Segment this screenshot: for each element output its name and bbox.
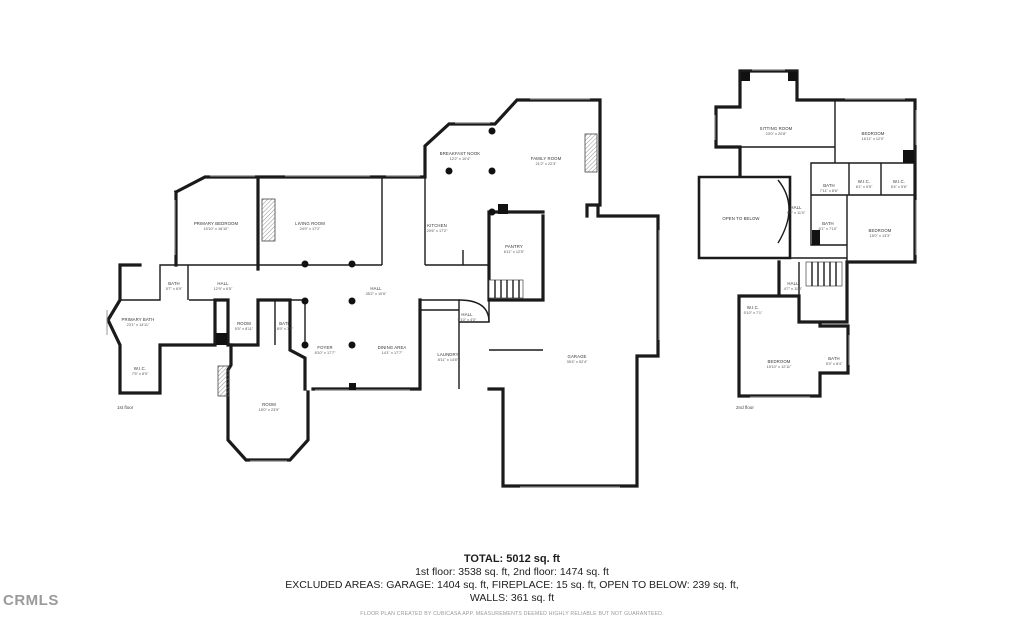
second-floor-interior-walls	[740, 100, 915, 296]
second-floor-stairs	[805, 261, 843, 287]
room-dimensions-label: 7'5" x 8'9"	[132, 372, 149, 376]
room-dimensions-label: 23'1" x 14'11"	[127, 323, 150, 327]
living-room-fireplace	[261, 198, 276, 242]
room-name-label: SITTING ROOM	[760, 126, 793, 131]
second-floor-block-4	[812, 230, 820, 245]
first-floor-windows	[106, 98, 660, 488]
room-name-label: KITCHEN	[427, 223, 447, 228]
walls-area-line: WALLS: 361 sq. ft	[469, 592, 555, 604]
room-name-label: LIVING ROOM	[295, 221, 325, 226]
room-name-label: HALL	[790, 205, 802, 210]
room-name-label: W.I.C.	[134, 366, 146, 371]
room-dimensions-label: 14'1" x 17'7"	[382, 351, 403, 355]
room-dimensions-label: 5'7" x 6'9"	[166, 287, 183, 291]
room-dimensions-label: 5'10" x 7'1"	[744, 311, 763, 315]
second-floor-windows	[714, 69, 917, 398]
room-dimensions-label: 6'1" x 7'10"	[819, 227, 838, 231]
room-dimensions-label: 5'4" x 5'6"	[891, 185, 908, 189]
first-floor-door-block	[349, 383, 356, 390]
room-dimensions-label: 8'9" x 7'5"	[277, 327, 294, 331]
room-dimensions-label: 15'10" x 12'11"	[767, 365, 792, 369]
second-floor-block-3	[903, 150, 914, 163]
room-dimensions-label: 8'10" x 17'7"	[315, 351, 336, 355]
room-name-label: HALL	[370, 286, 382, 291]
first-floor-label: 1st floor	[117, 405, 134, 410]
room-dimensions-label: 23'0" x 20'8"	[766, 132, 787, 136]
disclaimer: FLOOR PLAN CREATED BY CUBICASA APP. MEAS…	[360, 611, 664, 617]
room-name-label: BATH	[279, 321, 291, 326]
room-dimensions-label: 6'1" x 5'5"	[856, 185, 873, 189]
room-name-label: BATH	[828, 356, 840, 361]
watermark-logo: CRMLS	[3, 592, 59, 609]
room-name-label: ROOM	[237, 321, 251, 326]
room-name-label: DINING AREA	[378, 345, 407, 350]
room-dimensions-label: 20'6" x 17'2"	[427, 229, 448, 233]
room-dimensions-label: 15'0" x 23'9"	[259, 408, 280, 412]
room-name-label: W.I.C.	[747, 305, 759, 310]
room-dimensions-label: 6'11" x 12'5"	[504, 250, 525, 254]
room-dimensions-label: 12'9" x 6'5"	[214, 287, 233, 291]
bay-room-fireplace	[217, 365, 230, 397]
room-dimensions-label: 21'2" x 22'3"	[536, 162, 557, 166]
room-dimensions-label: 4'7" x 11'8"	[784, 287, 803, 291]
room-name-label: LAUNDRY	[437, 352, 458, 357]
first-floor-hall-arc	[458, 299, 490, 323]
room-name-label: BATH	[822, 221, 834, 226]
excluded-areas-line: EXCLUDED AREAS: GARAGE: 1404 sq. ft, FIR…	[285, 579, 739, 591]
room-name-label: BEDROOM	[768, 359, 791, 364]
room-name-label: BEDROOM	[862, 131, 885, 136]
room-dimensions-label: 35'4" x 52'4"	[567, 360, 588, 364]
room-name-label: OPEN TO BELOW	[722, 216, 760, 221]
room-dimensions-label: 8'11" x 14'8"	[438, 358, 459, 362]
room-dimensions-label: 16'11" x 12'0"	[862, 137, 885, 141]
family-room-fireplace	[584, 133, 598, 173]
total-area: TOTAL: 5012 sq. ft	[463, 553, 561, 565]
second-floor-hall-arc	[777, 179, 790, 244]
room-name-label: HALL	[787, 281, 799, 286]
first-floor-interior-walls	[120, 177, 543, 389]
second-floor-plan	[697, 69, 917, 398]
room-dimensions-label: 15'10" x 16'10"	[203, 227, 229, 231]
room-dimensions-label: 24'9" x 17'2"	[300, 227, 321, 231]
room-name-label: W.I.C.	[893, 179, 905, 184]
room-dimensions-label: 9'9" x 11'0"	[787, 211, 806, 215]
room-name-label: GARAGE	[568, 354, 587, 359]
room-dimensions-label: 5'10" x 4'0"	[458, 318, 477, 322]
room-name-label: BREAKFAST NOOK	[440, 151, 481, 156]
room-name-label: FOYER	[317, 345, 332, 350]
first-floor-plan	[106, 98, 660, 488]
room-name-label: BEDROOM	[869, 228, 892, 233]
first-floor-bay-room-walls	[226, 343, 310, 462]
floors-area-line: 1st floor: 3538 sq. ft, 2nd floor: 1474 …	[415, 566, 609, 578]
room-name-label: PRIMARY BATH	[122, 317, 155, 322]
first-floor-chimney-block	[498, 204, 508, 214]
room-dimensions-label: 5'3" x 8'4"	[826, 362, 843, 366]
first-floor-columns	[301, 127, 496, 349]
first-floor-stairs	[488, 279, 524, 299]
room-name-label: BATH	[823, 183, 835, 188]
second-floor-corner-block-2	[788, 72, 797, 81]
room-name-label: HALL	[217, 281, 229, 286]
second-floor-corner-block-1	[741, 72, 750, 81]
room-name-label: BATH	[168, 281, 180, 286]
room-dimensions-label: 12'2" x 10'4"	[450, 157, 471, 161]
first-floor-outer-walls	[106, 98, 660, 488]
room-name-label: PRIMARY BEDROOM	[194, 221, 239, 226]
second-floor-label: 2nd floor	[736, 405, 754, 410]
room-name-label: PANTRY	[505, 244, 523, 249]
room-dimensions-label: 35'2" x 10'6"	[366, 292, 387, 296]
room-dimensions-label: 7'11" x 8'6"	[820, 189, 839, 193]
room-name-label: ROOM	[262, 402, 276, 407]
first-floor-wall-block	[216, 333, 227, 345]
room-dimensions-label: 5'5" x 8'11"	[235, 327, 254, 331]
room-dimensions-label: 15'0" x 13'3"	[870, 234, 891, 238]
room-name-label: HALL	[461, 312, 473, 317]
room-name-label: W.I.C.	[858, 179, 870, 184]
room-name-label: FAMILY ROOM	[531, 156, 562, 161]
